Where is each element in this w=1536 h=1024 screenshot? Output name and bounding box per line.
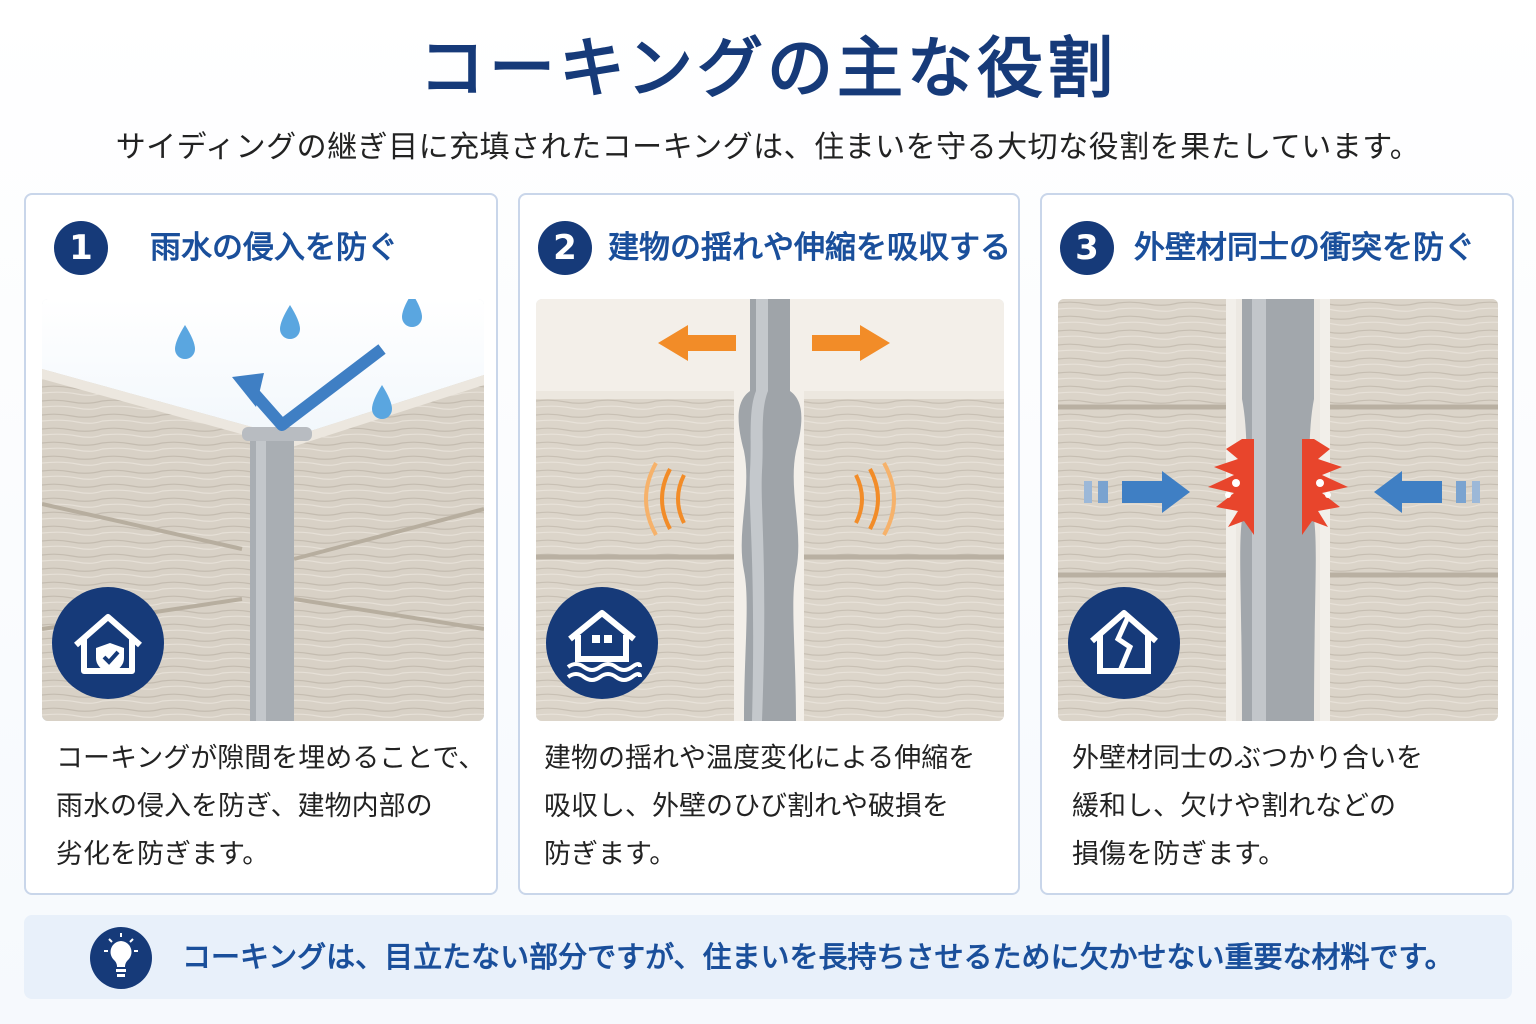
rain-illustration	[42, 299, 484, 721]
absorb-illustration	[536, 299, 1004, 721]
card-title: 建物の揺れや伸縮を吸収する	[608, 230, 1011, 266]
card-number: 3	[1060, 221, 1114, 275]
house-crack-icon	[1068, 587, 1180, 699]
desc-line: 緩和し、欠けや割れなどの	[1072, 791, 1396, 822]
impact-illustration	[1058, 299, 1498, 721]
card-description: コーキングが隙間を埋めることで、 雨水の侵入を防ぎ、建物内部の 劣化を防ぎます。	[56, 735, 485, 879]
house-shield-icon	[52, 587, 164, 699]
desc-line: 外壁材同士のぶつかり合いを	[1072, 743, 1423, 774]
summary-banner: コーキングは、目立たない部分ですが、住まいを長持ちさせるために欠かせない重要な材…	[24, 915, 1512, 999]
desc-line: 劣化を防ぎます。	[56, 839, 270, 870]
desc-line: 建物の揺れや温度変化による伸縮を	[544, 743, 976, 774]
card-absorb: 2 建物の揺れや伸縮を吸収する	[518, 193, 1020, 895]
lightbulb-icon	[90, 927, 152, 989]
card-impact: 3 外壁材同士の衝突を防ぐ	[1040, 193, 1514, 895]
desc-line: 防ぎます。	[544, 839, 677, 870]
desc-line: コーキングが隙間を埋めることで、	[56, 743, 486, 774]
card-title: 外壁材同士の衝突を防ぐ	[1134, 230, 1475, 266]
page-title: コーキングの主な役割	[418, 30, 1118, 107]
absorb-scene-image	[536, 299, 1004, 721]
card-header: 1 雨水の侵入を防ぐ	[26, 221, 496, 277]
house-wave-icon	[546, 587, 658, 699]
card-description: 外壁材同士のぶつかり合いを 緩和し、欠けや割れなどの 損傷を防ぎます。	[1072, 735, 1423, 879]
desc-line: 吸収し、外壁のひび割れや破損を	[544, 791, 949, 822]
desc-line: 損傷を防ぎます。	[1072, 839, 1286, 870]
card-number: 2	[538, 221, 592, 275]
card-header: 2 建物の揺れや伸縮を吸収する	[520, 221, 1018, 277]
card-header: 3 外壁材同士の衝突を防ぐ	[1042, 221, 1512, 277]
page-subtitle: サイディングの継ぎ目に充填されたコーキングは、住まいを守る大切な役割を果たしてい…	[115, 130, 1421, 165]
summary-text: コーキングは、目立たない部分ですが、住まいを長持ちさせるために欠かせない重要な材…	[182, 940, 1454, 974]
card-description: 建物の揺れや温度変化による伸縮を 吸収し、外壁のひび割れや破損を 防ぎます。	[544, 735, 975, 879]
rain-scene-image	[42, 299, 484, 721]
desc-line: 雨水の侵入を防ぎ、建物内部の	[56, 791, 433, 822]
card-rain: 1 雨水の侵入を防ぐ	[24, 193, 498, 895]
card-title: 雨水の侵入を防ぐ	[150, 230, 398, 266]
card-number: 1	[54, 221, 108, 275]
